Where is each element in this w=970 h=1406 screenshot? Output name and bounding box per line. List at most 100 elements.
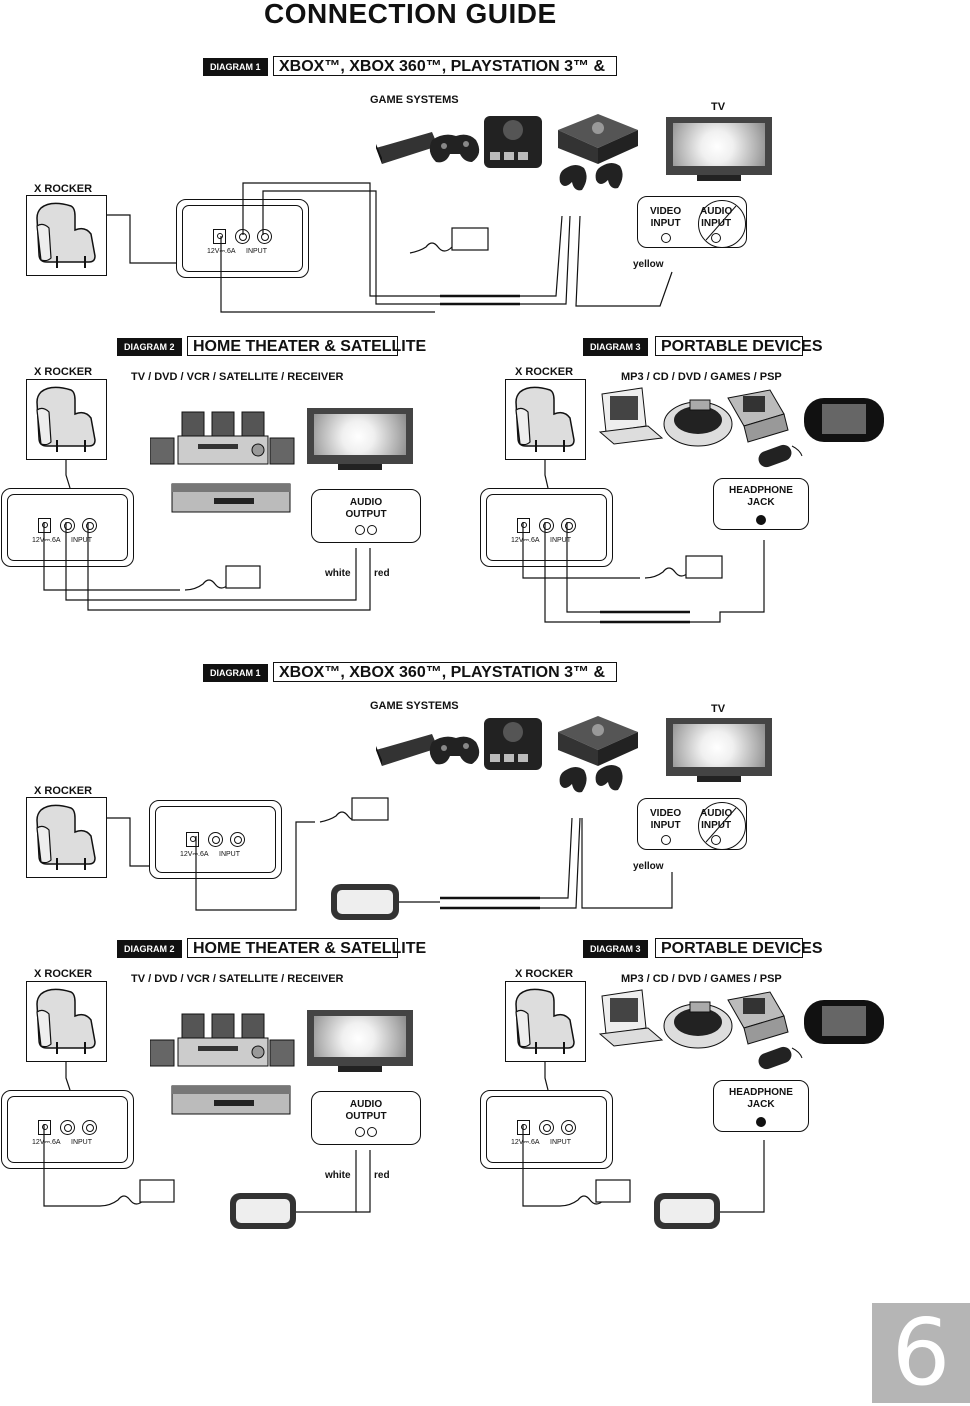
power-adapter-icon (351, 797, 389, 821)
input-jack-left[interactable] (539, 518, 554, 533)
speaker-icon (150, 1039, 175, 1067)
x-rocker-control-panel: 12V⎓.6A INPUT (1, 488, 134, 567)
input-jack-left[interactable] (539, 1120, 554, 1135)
power-adapter-icon (595, 1179, 631, 1203)
speaker-icon (181, 1013, 265, 1039)
audio-input-circle (698, 200, 746, 248)
audio-output-jack-white (354, 1127, 365, 1137)
input-jack-right[interactable] (82, 1120, 97, 1135)
input-jack-right[interactable] (257, 229, 272, 244)
input-label: INPUT (550, 1139, 571, 1146)
game-console-icon (376, 132, 438, 164)
tv-stand (338, 464, 382, 470)
av-receiver-icon (177, 435, 269, 465)
input-jack-right[interactable] (561, 518, 576, 533)
game-systems-label: GAME SYSTEMS (370, 94, 459, 106)
mp3-player-icon (758, 444, 803, 468)
red-label: red (374, 568, 390, 579)
av-receiver-icon (177, 1037, 269, 1067)
input-jack-right[interactable] (82, 518, 97, 533)
input-jack-left[interactable] (60, 1120, 75, 1135)
portable-dvd-icon (598, 387, 664, 445)
x-rocker-label: X ROCKER (34, 785, 93, 797)
dvd-player-icon (171, 483, 291, 513)
speaker-icon (181, 411, 265, 437)
audio-output-jack-red (367, 1127, 378, 1137)
power-adapter-icon (139, 1179, 175, 1203)
home-theater-illustration (150, 1013, 295, 1115)
video-input-jack (660, 835, 671, 845)
input-jack-left[interactable] (208, 832, 223, 847)
portable-devices-illustration (598, 387, 884, 468)
diagram-2-title: HOME THEATER & SATELLITE (187, 336, 426, 356)
recliner-chair-icon (26, 195, 107, 276)
x-rocker-label: X ROCKER (34, 183, 93, 195)
diagram-2-tag: DIAGRAM 2 (117, 338, 182, 356)
input-label: INPUT (71, 1139, 92, 1146)
x-rocker-label: X ROCKER (515, 968, 574, 980)
diagram-3-tag: DIAGRAM 3 (583, 338, 648, 356)
cd-player-icon (663, 399, 733, 447)
dvd-player-icon (171, 1085, 291, 1115)
portable-devices-label: MP3 / CD / DVD / GAMES / PSP (621, 371, 782, 383)
game-console-icon (376, 734, 438, 766)
speaker-icon (269, 1039, 295, 1067)
recliner-chair-icon (505, 379, 586, 460)
game-systems-illustration (376, 716, 638, 793)
x-rocker-control-panel: 12V⎓.6A INPUT (1, 1090, 134, 1169)
home-theater-devices-label: TV / DVD / VCR / SATELLITE / RECEIVER (131, 973, 344, 985)
x-rocker-control-panel: 12V⎓.6A INPUT (149, 800, 282, 879)
diagram-3-tag: DIAGRAM 3 (583, 940, 648, 958)
diagram-1-title: XBOX™, XBOX 360™, PLAYSTATION 3™ & (273, 662, 617, 682)
x-rocker-label: X ROCKER (34, 968, 93, 980)
television-icon (307, 1010, 413, 1066)
wireless-transmitter-icon (230, 1193, 296, 1229)
input-label: INPUT (550, 537, 571, 544)
game-console-icon (558, 716, 638, 766)
audio-input-jack (711, 233, 722, 243)
input-jack-left[interactable] (60, 518, 75, 533)
diagram-2-tag: DIAGRAM 2 (117, 940, 182, 958)
yellow-label: yellow (633, 861, 664, 872)
page-title: CONNECTION GUIDE (264, 0, 557, 29)
headphone-jack (756, 515, 766, 525)
video-input-jack (660, 233, 671, 243)
wireless-transmitter-icon (654, 1193, 720, 1229)
yellow-label: yellow (633, 259, 664, 270)
television-icon (307, 408, 413, 464)
recliner-chair-icon (26, 797, 107, 878)
audio-input-circle (698, 802, 746, 850)
diagram-2-title: HOME THEATER & SATELLITE (187, 938, 426, 958)
input-jack-right[interactable] (230, 832, 245, 847)
handheld-game-icon (727, 389, 789, 443)
game-systems-illustration (376, 114, 638, 191)
x-rocker-control-panel: 12V⎓.6A INPUT (480, 1090, 613, 1169)
diagram-3-title: PORTABLE DEVICES (655, 938, 823, 958)
input-jack-right[interactable] (561, 1120, 576, 1135)
input-label: INPUT (219, 851, 240, 858)
cd-player-icon (663, 1001, 733, 1049)
game-console-icon (484, 116, 542, 168)
home-theater-illustration (150, 411, 295, 513)
input-label: INPUT (246, 248, 267, 255)
power-adapter-icon (451, 227, 489, 251)
dc-rating-label: 12V⎓.6A (511, 1139, 540, 1146)
dc-power-jack[interactable] (213, 229, 226, 244)
speaker-icon (150, 437, 175, 465)
gamepad-icon (559, 163, 623, 191)
diagram-1-title: XBOX™, XBOX 360™, PLAYSTATION 3™ & (273, 56, 617, 76)
white-label: white (325, 568, 351, 579)
dc-rating-label: 12V⎓.6A (32, 537, 61, 544)
game-systems-label: GAME SYSTEMS (370, 700, 459, 712)
